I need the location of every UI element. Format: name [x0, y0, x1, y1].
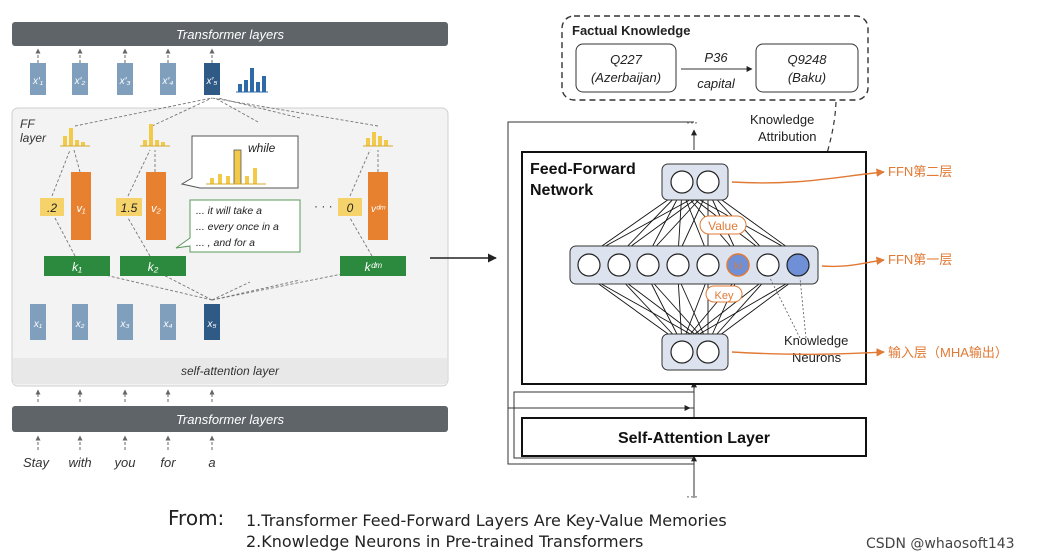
x-3: x₃ [120, 319, 130, 330]
key-vectors: k₁ k₂ kᵈᵐ [44, 256, 406, 276]
top-transformer-bar [12, 22, 448, 46]
from-label: From: [168, 506, 225, 530]
object-entity-box [755, 43, 859, 93]
coefficient-1: .2 [47, 201, 57, 215]
left-panel: Transformer layers x′₁ x′₂ x′₃ x′₄ x′₅ [11, 22, 449, 470]
callout-contexts: ... it will take a ... every once in a .… [175, 199, 301, 253]
subject-name: (Azerbaijan) [591, 70, 661, 85]
x-prime-4: x′₄ [162, 76, 174, 87]
coefficients: .2 1.5 0 [40, 198, 362, 216]
x-prime-1: x′₁ [32, 76, 43, 87]
top-transformer-label: Transformer layers [176, 27, 285, 42]
reference-1: 1.Transformer Feed-Forward Layers Are Ke… [246, 511, 727, 530]
context-line-2: ... every once in a [196, 221, 279, 233]
knowledge-attribution-2: Attribution [758, 129, 817, 144]
value-dm: vᵈᵐ [371, 204, 386, 215]
input-token-vectors: x₁ x₂ x₃ x₄ x₅ [30, 304, 220, 340]
ff-layer-label-2: layer [20, 131, 47, 145]
ffn-connections [588, 189, 799, 345]
reference-list: 1.Transformer Feed-Forward Layers Are Ke… [246, 510, 727, 552]
ff-ellipsis: · · · [314, 199, 333, 213]
bottom-transformer-bar [12, 406, 448, 432]
subject-id: Q227 [610, 52, 643, 67]
object-name: (Baku) [788, 70, 826, 85]
key-2: k₂ [148, 260, 159, 274]
output-token-vectors: x′₁ x′₂ x′₃ x′₄ x′₅ [30, 63, 220, 95]
x-1: x₁ [33, 319, 42, 330]
neuron-ki-label: ki [734, 261, 741, 272]
value-1: v₁ [77, 203, 87, 215]
key-1: k₁ [72, 260, 82, 274]
token-3: you [114, 455, 136, 470]
output-histogram-icon [236, 68, 268, 93]
reference-2: 2.Knowledge Neurons in Pre-trained Trans… [246, 532, 644, 551]
context-line-1: ... it will take a [196, 205, 262, 217]
annotations: FFN第二层 FFN第一层 输入层（MHA输出） [731, 164, 1008, 360]
annotation-input-layer: 输入层（MHA输出） [888, 345, 1008, 360]
coefficient-dm: 0 [347, 201, 354, 215]
x-prime-3: x′₃ [119, 76, 131, 87]
ffn-title-1: Feed-Forward [530, 161, 636, 178]
x-4: x₄ [162, 319, 172, 330]
object-id: Q9248 [787, 52, 827, 67]
ffn-title-2: Network [530, 182, 593, 199]
callout-while-word: while [248, 141, 276, 155]
bottom-ellipsis: ··· [686, 489, 698, 503]
watermark: CSDN @whaosoft143 [866, 536, 1015, 552]
value-2: v₂ [151, 203, 162, 215]
context-line-3: ... , and for a [196, 237, 255, 249]
right-panel: Factual Knowledge Q227 (Azerbaijan) P36 … [507, 15, 1008, 503]
relation-id: P36 [704, 50, 728, 65]
active-neuron-knowledge [786, 253, 810, 277]
self-attention-strip [13, 358, 447, 384]
value-label: Value [708, 219, 738, 233]
self-attention-layer-label: Self-Attention Layer [618, 430, 770, 447]
ff-layer-label-1: FF [20, 117, 35, 131]
key-dm: kᵈᵐ [365, 260, 383, 274]
self-attention-box [521, 417, 867, 457]
ffn-first-layer [569, 245, 819, 285]
x-5: x₅ [206, 319, 216, 330]
key-label: Key [715, 290, 734, 302]
self-attention-label: self-attention layer [181, 364, 280, 378]
x-prime-2: x′₂ [74, 76, 86, 87]
factual-knowledge-title: Factual Knowledge [572, 23, 690, 38]
coefficient-2: 1.5 [121, 201, 138, 215]
knowledge-neurons-1: Knowledge [784, 333, 848, 348]
token-1: Stay [23, 455, 51, 470]
top-ellipsis: ··· [686, 115, 698, 129]
relation-name: capital [697, 76, 736, 91]
knowledge-attribution-1: Knowledge [750, 112, 814, 127]
token-4: for [160, 455, 176, 470]
token-2: with [68, 455, 91, 470]
x-prime-5: x′₅ [206, 76, 218, 87]
active-neuron-ki [726, 253, 750, 277]
value-histograms [60, 124, 393, 147]
annotation-ffn-second: FFN第二层 [888, 164, 952, 179]
x-2: x₂ [75, 319, 85, 330]
annotation-ffn-first: FFN第一层 [888, 252, 952, 267]
bottom-transformer-label: Transformer layers [176, 412, 285, 427]
value-vectors: v₁ v₂ vᵈᵐ [71, 172, 388, 240]
subject-entity-box [575, 43, 677, 93]
knowledge-neurons-2: Neurons [792, 350, 842, 365]
token-5: a [208, 455, 215, 470]
callout-while: while [180, 135, 299, 189]
